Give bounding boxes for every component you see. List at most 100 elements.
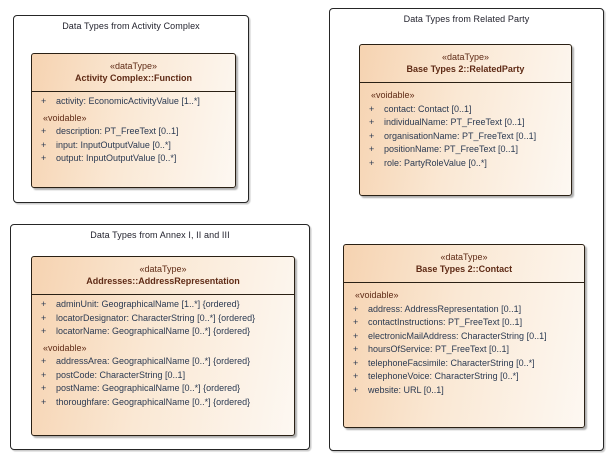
attribute-text: description: PT_FreeText [0..1]: [56, 126, 179, 136]
attribute-row: + adminUnit: GeographicalName [1..*] {or…: [32, 298, 294, 312]
frame-title: Data Types from Related Party: [403, 14, 530, 24]
attribute-rows: + adminUnit: GeographicalName [1..*] {or…: [32, 298, 294, 339]
attribute-text: hoursOfService: PT_FreeText [0..1]: [368, 344, 510, 354]
visibility-symbol: +: [41, 396, 47, 407]
attribute-row: + telephoneVoice: CharacterString [0..*]: [344, 370, 584, 384]
attribute-text: postName: GeographicalName [0..*] {order…: [56, 383, 241, 393]
visibility-symbol: +: [41, 383, 47, 393]
uml-class[interactable]: «dataType» Activity Complex::Function: [31, 53, 236, 188]
frame-body: «dataType» Addresses::AddressRepresentat…: [11, 225, 309, 449]
attribute-row: + individualName: PT_FreeText [0..1]: [360, 116, 571, 130]
attribute-text: contact: Contact [0..1]: [384, 103, 472, 114]
visibility-symbol: +: [369, 157, 375, 168]
class-name: Activity Complex::Function: [74, 73, 192, 83]
attribute-text: telephoneVoice: CharacterString [0..*]: [368, 371, 519, 381]
attribute-section: + adminUnit: GeographicalName [1..*] {or…: [32, 298, 294, 339]
uml-class-header: «dataType» Base Types 2::Contact: [344, 245, 584, 283]
visibility-symbol: +: [353, 371, 359, 381]
uml-class[interactable]: «dataType» Base Types 2::RelatedParty «v…: [359, 44, 572, 196]
uml-class[interactable]: «dataType» Base Types 2::Contact «voidab…: [343, 244, 585, 428]
attribute-section: «voidable» + address: AddressRepresentat…: [344, 289, 584, 397]
attribute-text: postCode: CharacterString [0..1]: [56, 369, 186, 380]
attribute-row: + description: PT_FreeText [0..1]: [32, 125, 235, 139]
diagram-frame: Data Types from Annex I, II and III «dat…: [10, 224, 310, 450]
attribute-row: + postCode: CharacterString [0..1]: [32, 369, 294, 383]
attribute-rows: + description: PT_FreeText [0..1] + inpu…: [32, 125, 235, 166]
frame-title: Data Types from Activity Complex: [62, 21, 200, 31]
visibility-symbol: +: [369, 144, 375, 154]
attribute-row: + input: InputOutputValue [0..*]: [32, 139, 235, 153]
attribute-text: output: InputOutputValue [0..*]: [56, 153, 177, 163]
attribute-text: address: AddressRepresentation [0..1]: [368, 303, 522, 314]
class-attribute-compartment: + adminUnit: GeographicalName [1..*] {or…: [32, 295, 294, 409]
class-stereotype: «dataType»: [109, 61, 158, 71]
visibility-symbol: +: [353, 344, 359, 354]
visibility-symbol: +: [41, 96, 47, 106]
visibility-symbol: +: [369, 117, 375, 127]
attribute-text: adminUnit: GeographicalName [1..*] {orde…: [56, 299, 240, 309]
frame-title: Data Types from Annex I, II and III: [90, 230, 230, 240]
attribute-text: contactInstructions: PT_FreeText [0..1]: [368, 317, 523, 327]
attribute-rows: + contact: Contact [0..1] + individualNa…: [360, 103, 571, 171]
visibility-symbol: +: [41, 126, 47, 136]
visibility-symbol: +: [41, 369, 47, 380]
attribute-row: + positionName: PT_FreeText [0..1]: [360, 143, 571, 157]
attribute-section: «voidable» + description: PT_FreeText [0…: [32, 112, 235, 166]
visibility-symbol: +: [41, 356, 47, 366]
class-stereotype: «dataType»: [441, 52, 490, 62]
attribute-row: + addressArea: GeographicalName [0..*] {…: [32, 355, 294, 369]
diagram-frame: Data Types from Activity Complex «dataTy…: [13, 15, 249, 203]
attribute-text: thoroughfare: GeographicalName [0..*] {o…: [56, 396, 251, 407]
visibility-symbol: +: [369, 130, 375, 141]
attribute-rows: + addressArea: GeographicalName [0..*] {…: [32, 355, 294, 409]
visibility-symbol: +: [369, 103, 375, 114]
class-stereotype: «dataType»: [139, 264, 187, 274]
class-stereotype: «dataType»: [440, 252, 488, 262]
attribute-text: website: URL [0..1]: [368, 384, 444, 395]
attribute-text: locatorName: GeographicalName [0..*] {or…: [56, 326, 251, 336]
uml-class-header: «dataType» Activity Complex::Function: [32, 54, 235, 92]
visibility-symbol: +: [41, 139, 47, 150]
visibility-symbol: +: [353, 330, 359, 341]
attribute-section: «voidable» + contact: Contact [0..1] +: [360, 89, 571, 170]
visibility-symbol: +: [41, 326, 47, 336]
section-stereotype-label: «voidable»: [43, 342, 87, 353]
class-name: Base Types 2::RelatedParty: [406, 64, 525, 74]
uml-class-header: «dataType» Addresses::AddressRepresentat…: [32, 257, 294, 295]
class-name: Addresses::AddressRepresentation: [86, 276, 240, 286]
attribute-row: + website: URL [0..1]: [344, 384, 584, 398]
attribute-row: + address: AddressRepresentation [0..1]: [344, 303, 584, 317]
attribute-rows: + activity: EconomicActivityValue [1..*]: [32, 95, 235, 109]
section-stereotype-label: «voidable»: [355, 290, 399, 300]
attribute-text: individualName: PT_FreeText [0..1]: [384, 117, 525, 127]
attribute-row: + electronicMailAddress: CharacterString…: [344, 330, 584, 344]
uml-class[interactable]: «dataType» Addresses::AddressRepresentat…: [31, 256, 295, 436]
attribute-row: + role: PartyRoleValue [0..*]: [360, 157, 571, 171]
attribute-row: + hoursOfService: PT_FreeText [0..1]: [344, 343, 584, 357]
visibility-symbol: +: [41, 299, 47, 309]
attribute-row: + output: InputOutputValue [0..*]: [32, 152, 235, 166]
visibility-symbol: +: [41, 153, 47, 163]
attribute-row: + activity: EconomicActivityValue [1..*]: [32, 95, 235, 109]
attribute-text: addressArea: GeographicalName [0..*] {or…: [56, 356, 251, 366]
attribute-row: + organisationName: PT_FreeText [0..1]: [360, 130, 571, 144]
visibility-symbol: +: [41, 312, 47, 323]
frame-body: «dataType» Base Types 2::RelatedParty «v…: [330, 9, 603, 450]
class-attribute-compartment: «voidable» + contact: Contact [0..1] +: [360, 83, 571, 170]
attribute-text: activity: EconomicActivityValue [1..*]: [56, 96, 200, 106]
attribute-text: electronicMailAddress: CharacterString […: [368, 330, 547, 341]
attribute-section: «voidable» + addressArea: GeographicalNa…: [32, 342, 294, 410]
attribute-row: + contact: Contact [0..1]: [360, 103, 571, 117]
visibility-symbol: +: [353, 384, 359, 395]
attribute-row: + locatorName: GeographicalName [0..*] {…: [32, 325, 294, 339]
attribute-text: input: InputOutputValue [0..*]: [56, 139, 171, 150]
attribute-row: + thoroughfare: GeographicalName [0..*] …: [32, 396, 294, 410]
attribute-row: + telephoneFacsimile: CharacterString [0…: [344, 357, 584, 371]
attribute-section: + activity: EconomicActivityValue [1..*]: [32, 95, 235, 109]
class-attribute-compartment: «voidable» + address: AddressRepresentat…: [344, 283, 584, 397]
attribute-text: organisationName: PT_FreeText [0..1]: [384, 130, 537, 141]
attribute-text: locatorDesignator: CharacterString [0..*…: [56, 312, 256, 323]
class-name: Base Types 2::Contact: [415, 264, 513, 274]
class-attribute-compartment: + activity: EconomicActivityValue [1..*]…: [32, 92, 235, 166]
